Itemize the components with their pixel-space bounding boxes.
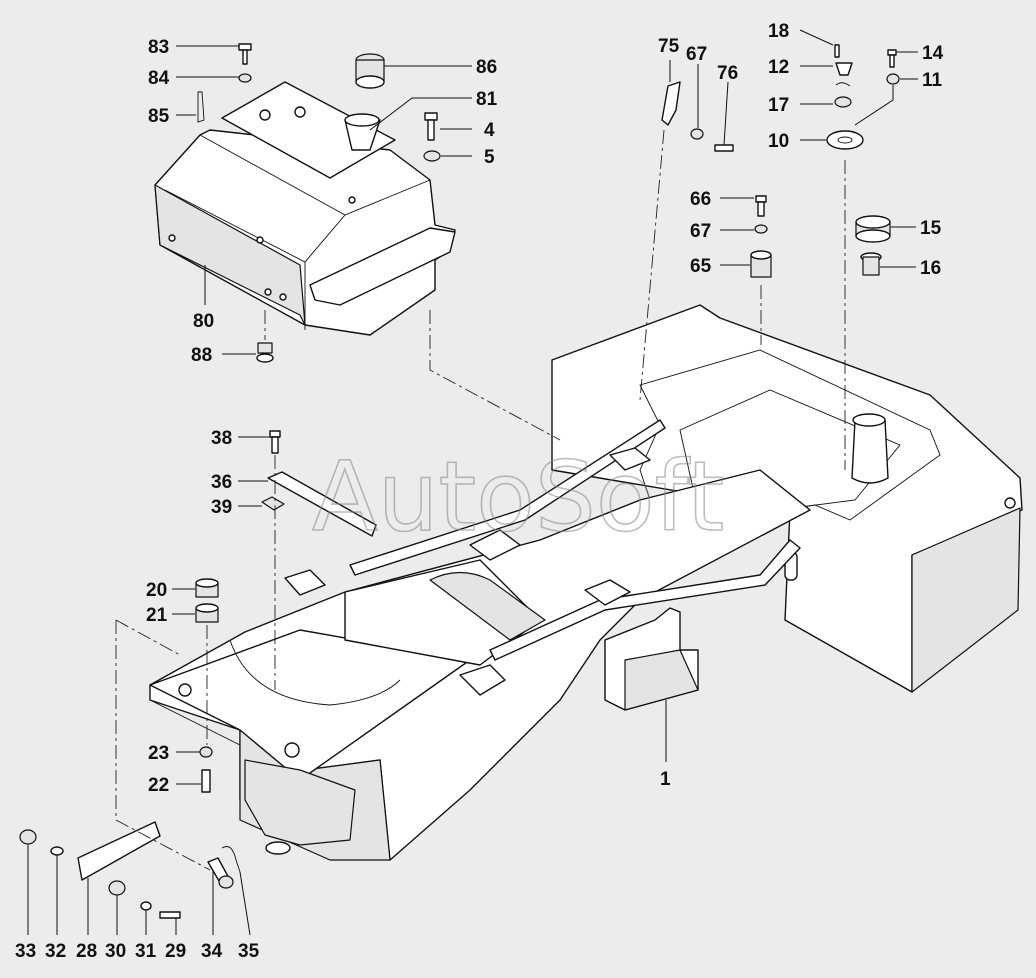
screw-66-icon — [755, 195, 767, 217]
callout-22: 22 — [148, 775, 169, 796]
cap-15-icon — [855, 215, 891, 243]
bolt-76-icon — [714, 144, 734, 152]
callout-28: 28 — [76, 941, 97, 962]
washer-31-icon — [140, 901, 152, 911]
tank-cover-80 — [154, 81, 456, 336]
strainer-16-icon — [860, 252, 882, 276]
callout-11: 11 — [922, 70, 943, 91]
callout-4: 4 — [484, 120, 495, 141]
callout-16: 16 — [920, 258, 941, 279]
callout-31: 31 — [135, 941, 157, 962]
nut-33-icon — [19, 829, 37, 845]
callout-labels: 83 84 85 86 81 4 5 80 88 75 67 76 18 12 … — [15, 21, 944, 962]
washer-32-icon — [50, 846, 64, 856]
callout-21: 21 — [146, 605, 168, 626]
screw-38-icon — [269, 430, 281, 454]
bushing-88-icon — [256, 342, 274, 363]
callout-81: 81 — [476, 89, 498, 110]
callout-32: 32 — [45, 941, 66, 962]
mount-21-icon — [195, 603, 219, 623]
pin-34-icon — [207, 857, 234, 889]
nut-67-icon — [690, 128, 704, 140]
leader-lines — [27, 29, 918, 936]
callout-80: 80 — [193, 311, 214, 332]
nut-11-icon — [886, 73, 900, 85]
callout-29: 29 — [165, 941, 186, 962]
bolt-29-icon — [159, 911, 181, 919]
callout-1: 1 — [660, 769, 671, 790]
clip-35-icon — [221, 846, 241, 873]
sender-assembly-icon — [826, 44, 864, 150]
callout-88: 88 — [191, 345, 212, 366]
filler-neck-86-icon — [344, 53, 385, 151]
callout-30: 30 — [105, 941, 126, 962]
callout-33: 33 — [15, 941, 36, 962]
callout-76: 76 — [717, 63, 738, 84]
callout-35: 35 — [238, 941, 260, 962]
callout-38: 38 — [211, 428, 232, 449]
mount-20-icon — [195, 578, 219, 598]
plate-36-icon — [267, 471, 377, 537]
callout-75: 75 — [658, 36, 680, 57]
bolt-22-icon — [201, 769, 211, 793]
watermark: AutoSoft — [312, 441, 724, 553]
nut-30-icon — [108, 880, 126, 896]
callout-36: 36 — [211, 472, 232, 493]
callout-85: 85 — [148, 106, 170, 127]
small-parts — [19, 43, 900, 919]
callout-18: 18 — [768, 21, 789, 42]
callout-67-mid: 67 — [690, 221, 711, 242]
callout-67-top: 67 — [686, 44, 707, 65]
callout-5: 5 — [484, 147, 495, 168]
callout-86: 86 — [476, 57, 497, 78]
clip-85-icon — [197, 91, 205, 123]
spacer-65-icon — [750, 250, 772, 278]
callout-66: 66 — [690, 189, 711, 210]
screw-14-icon — [887, 49, 897, 68]
nut-23-icon — [199, 746, 213, 758]
callout-23: 23 — [148, 743, 169, 764]
callout-34: 34 — [201, 941, 223, 962]
nut-5-icon — [423, 150, 441, 162]
bracket-75-icon — [661, 81, 681, 126]
callout-15: 15 — [920, 218, 942, 239]
callout-14: 14 — [922, 43, 944, 64]
washer-84-icon — [238, 73, 252, 83]
block-39-icon — [261, 496, 285, 511]
callout-65: 65 — [690, 256, 712, 277]
bolt-4-icon — [424, 112, 438, 141]
link-28-icon — [77, 821, 161, 881]
callout-39: 39 — [211, 497, 232, 518]
callout-83: 83 — [148, 37, 169, 58]
callout-20: 20 — [146, 580, 167, 601]
callout-12: 12 — [768, 57, 789, 78]
bolt-83-icon — [238, 43, 252, 65]
callout-10: 10 — [768, 131, 789, 152]
callout-84: 84 — [148, 68, 170, 89]
washer-67-icon — [754, 224, 768, 234]
chassis-frame — [149, 304, 1023, 861]
centre-lines — [115, 129, 846, 871]
callout-17: 17 — [768, 95, 789, 116]
